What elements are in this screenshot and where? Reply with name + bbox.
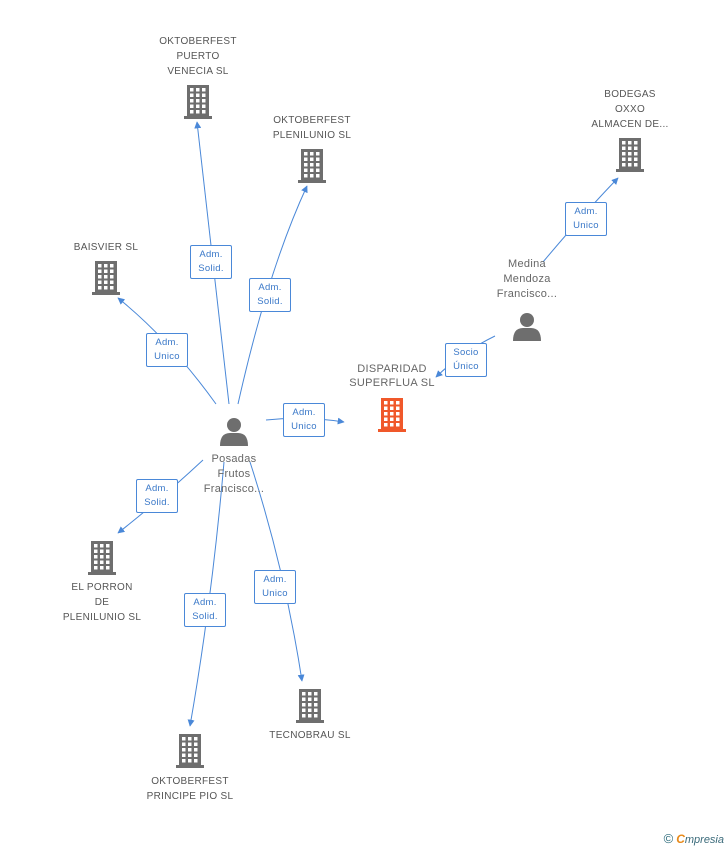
node-label-puerto-venecia[interactable]: OKTOBERFEST PUERTO VENECIA SL [128,34,268,79]
edge-label-posadas-to-principe-pio[interactable]: Adm. Solid. [184,593,226,627]
node-label-principe-pio[interactable]: OKTOBERFEST PRINCIPE PIO SL [120,774,260,804]
person-icon-medina[interactable] [513,313,541,341]
node-label-line: Frutos [217,468,251,480]
edge-label-line: Unico [262,588,288,599]
node-label-tecnobrau[interactable]: TECNOBRAU SL [240,728,380,743]
node-label-plenilunio[interactable]: OKTOBERFEST PLENILUNIO SL [242,113,382,143]
node-label-line: EL PORRON [71,582,133,593]
brand-name: mpresia [684,834,724,846]
node-label-disparidad[interactable]: DISPARIDAD SUPERFLUA SL [322,362,462,390]
edge-label-line: Unico [573,220,599,231]
edge-label-line: Unico [291,421,317,432]
node-label-line: Mendoza [503,273,551,285]
edge-label-posadas-to-tecnobrau[interactable]: Adm. Unico [254,570,296,604]
node-label-line: BODEGAS [604,89,656,100]
node-label-line: DE [94,597,110,608]
edge-label-line: Solid. [144,497,170,508]
node-label-line: OKTOBERFEST [273,115,351,126]
node-label-line: Medina [508,258,546,270]
edge-label-posadas-to-baisvier[interactable]: Adm. Unico [146,333,188,367]
node-label-bodegas[interactable]: BODEGAS OXXO ALMACEN DE... [560,87,700,132]
edge-label-medina-to-bodegas[interactable]: Adm. Unico [565,202,607,236]
node-label-line: SUPERFLUA SL [349,377,435,389]
edge-label-line: Adm. [258,282,282,293]
edge-label-line: Adm. [199,249,223,260]
edge-label-line: Adm. [263,574,287,585]
node-label-line: OXXO [614,104,646,115]
copyright-icon: © [663,831,674,846]
building-icon-principe-pio[interactable] [176,734,204,768]
edge-label-line: Solid. [198,263,224,274]
empresia-watermark: ©Cmpresia [664,831,724,846]
edge-label-line: Adm. [155,337,179,348]
node-label-line: PRINCIPE PIO SL [146,791,234,802]
edge-label-line: Adm. [145,483,169,494]
edge-label-posadas-to-puerto-venecia[interactable]: Adm. Solid. [190,245,232,279]
node-label-line: PLENILUNIO SL [62,612,142,623]
node-label-line: Francisco... [203,483,265,495]
node-label-line: PUERTO [176,51,220,62]
edge-label-line: Único [453,361,479,372]
node-label-line: VENECIA SL [167,66,229,77]
node-label-line: BAISVIER SL [73,242,139,253]
edge-label-line: Adm. [292,407,316,418]
building-icon-baisvier[interactable] [92,261,120,295]
building-icon-bodegas[interactable] [616,138,644,172]
building-icon-tecnobrau[interactable] [296,689,324,723]
edge-label-line: Adm. [574,206,598,217]
node-label-porron[interactable]: EL PORRON DE PLENILUNIO SL [32,580,172,625]
node-label-line: PLENILUNIO SL [272,130,352,141]
edge-label-posadas-to-plenilunio[interactable]: Adm. Solid. [249,278,291,312]
node-label-line: DISPARIDAD [357,363,427,375]
node-label-line: Francisco... [496,288,558,300]
edge-label-line: Adm. [193,597,217,608]
node-label-baisvier[interactable]: BAISVIER SL [36,240,176,255]
node-label-line: Posadas [211,453,257,465]
node-label-line: ALMACEN DE... [591,119,669,130]
node-label-line: OKTOBERFEST [151,776,229,787]
edge-label-posadas-to-disparidad[interactable]: Adm. Unico [283,403,325,437]
person-icon-posadas[interactable] [220,418,248,446]
building-icon-porron[interactable] [88,541,116,575]
edge-label-line: Socio [453,347,479,358]
building-icon-puerto-venecia[interactable] [184,85,212,119]
node-label-line: OKTOBERFEST [159,36,237,47]
edge-label-line: Unico [154,351,180,362]
node-label-line: TECNOBRAU SL [269,730,351,741]
edge-label-line: Solid. [192,611,218,622]
building-icon-plenilunio[interactable] [298,149,326,183]
edge-label-line: Solid. [257,296,283,307]
edge-label-posadas-to-porron[interactable]: Adm. Solid. [136,479,178,513]
brand-initial: C [676,832,685,846]
building-icon-disparidad[interactable] [378,398,406,432]
